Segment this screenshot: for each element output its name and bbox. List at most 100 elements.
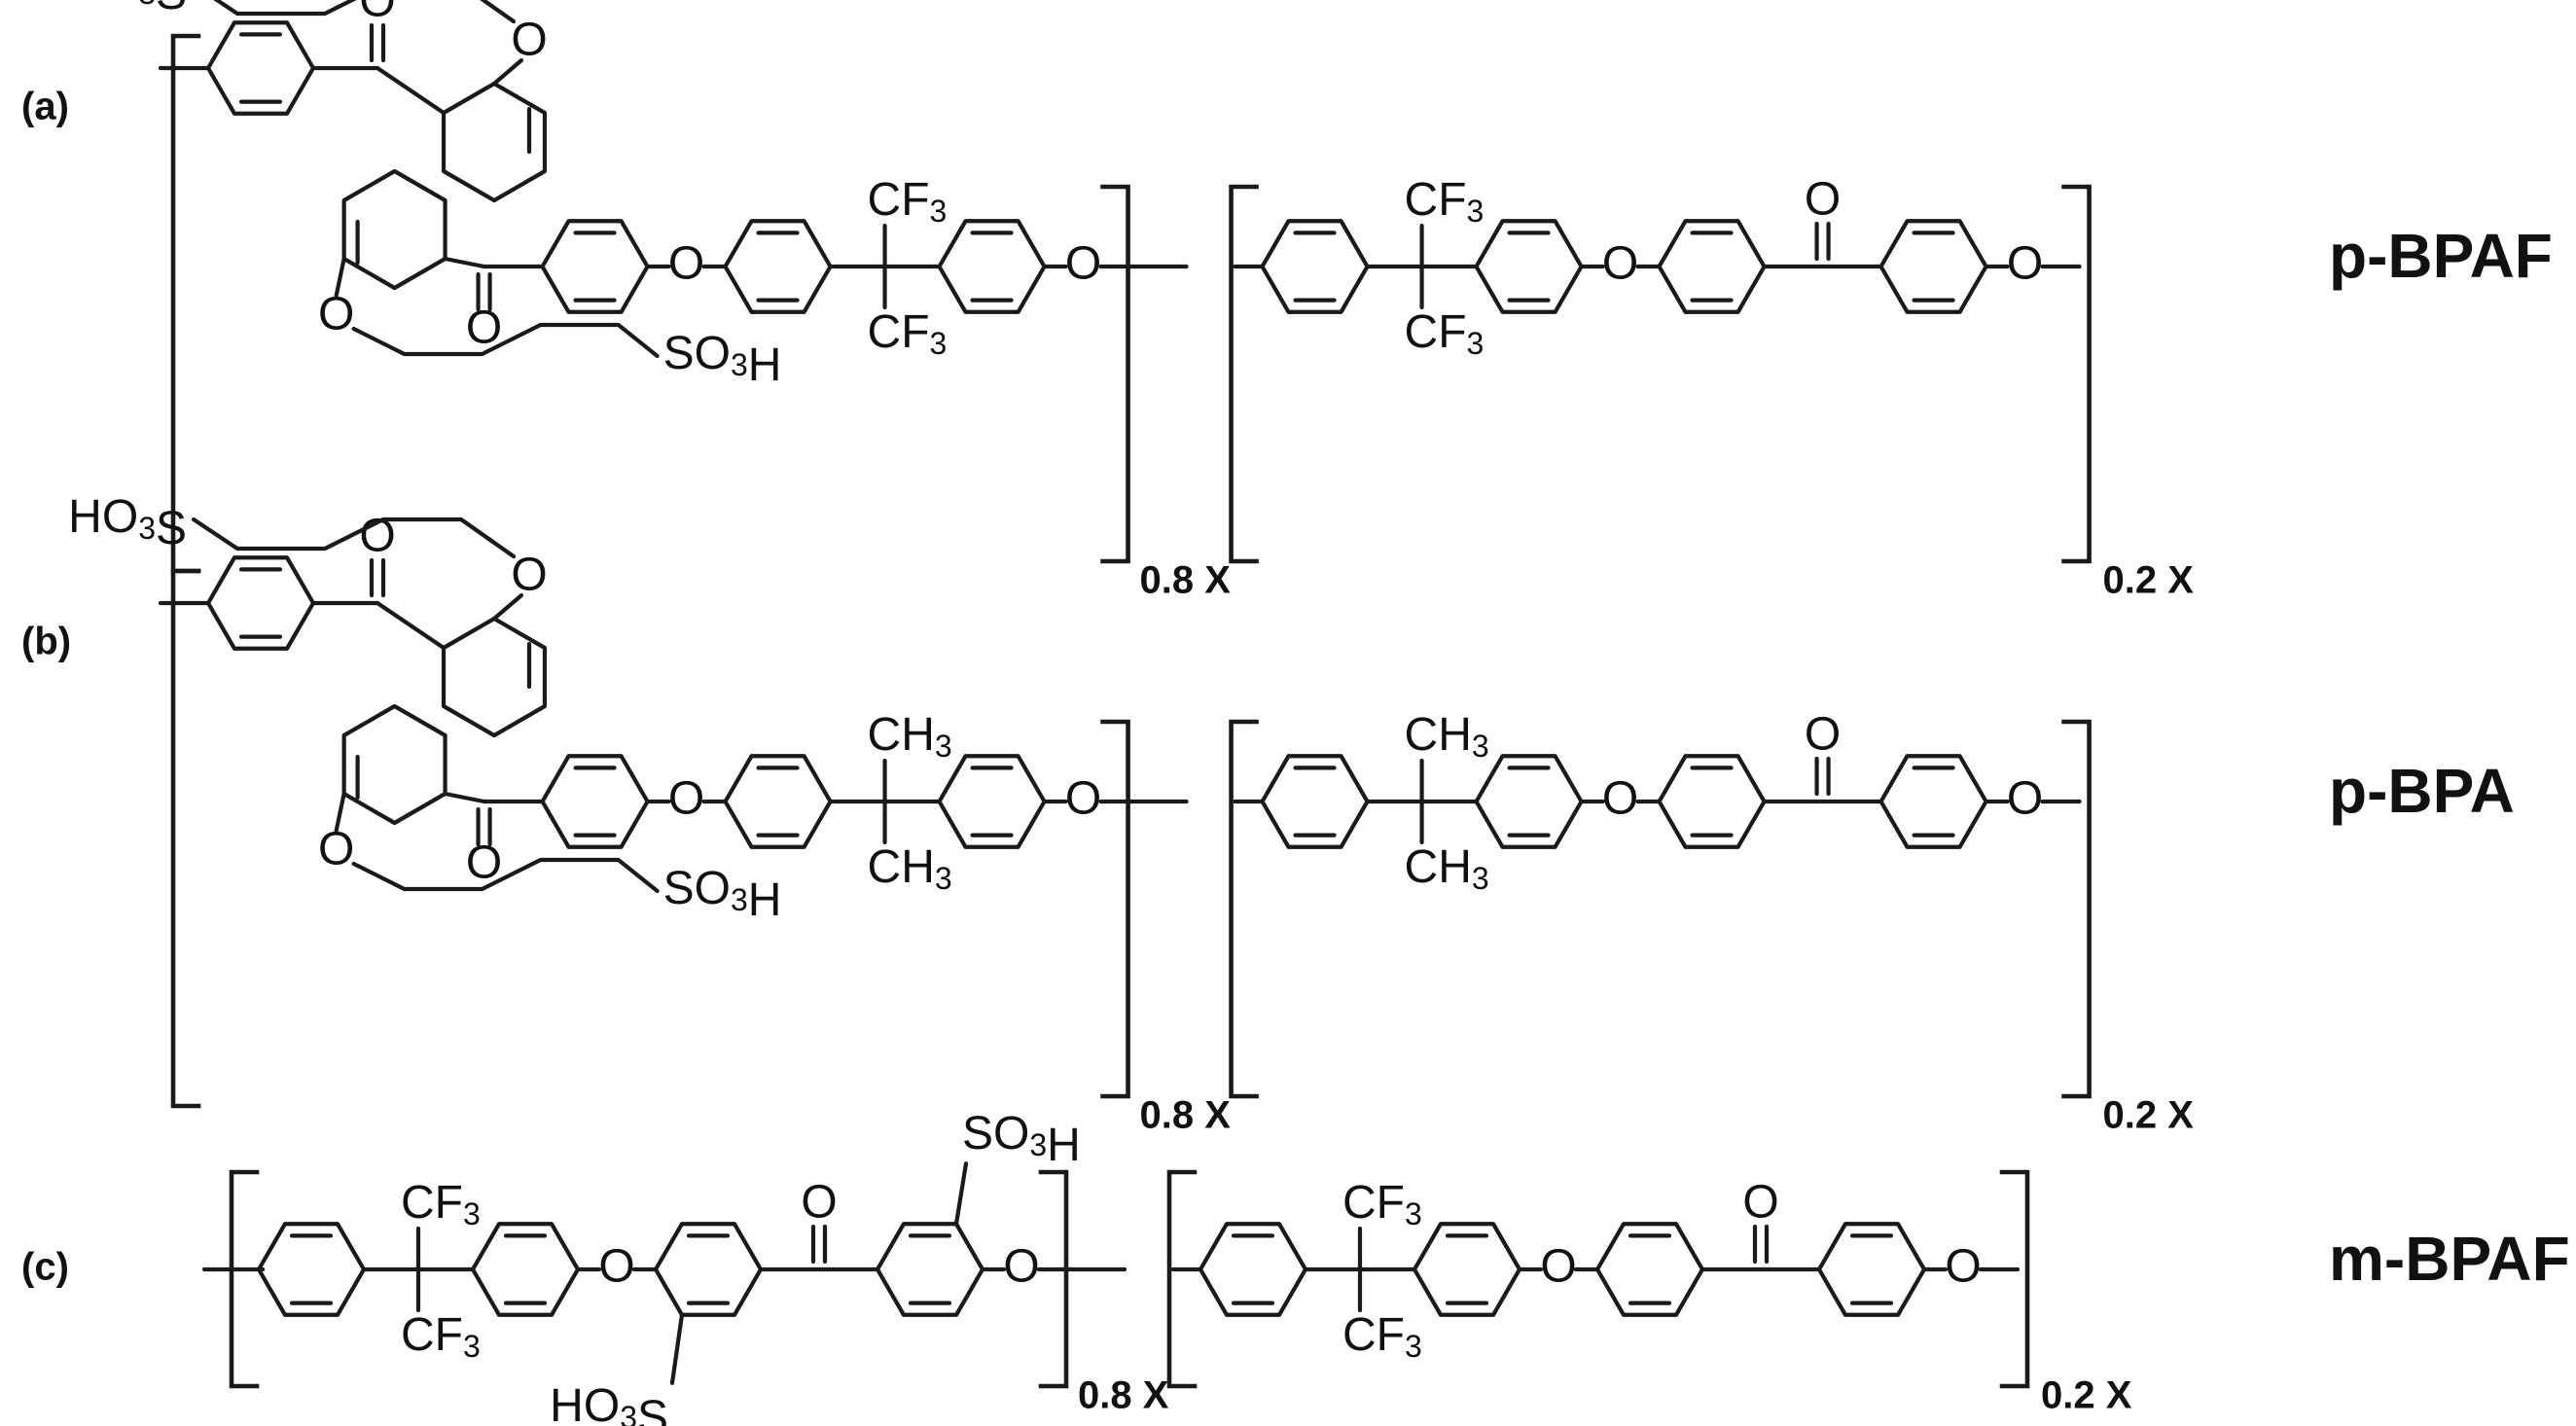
- ether-oxygen: O: [1003, 1241, 1039, 1293]
- propyl-chain: [351, 322, 660, 359]
- benzene-ring: [1878, 754, 1988, 849]
- carbonyl-group: O: [1805, 709, 1841, 797]
- benzene-ring: [1198, 1222, 1308, 1317]
- ether-oxygen: O: [668, 773, 704, 825]
- propyl-chain: [351, 857, 660, 894]
- benzene-ring: [256, 1222, 367, 1317]
- ether-oxygen: O: [598, 1241, 634, 1293]
- sulfonic-acid-group: HO3S: [68, 0, 187, 19]
- repeat-fraction: 0.2 X: [2103, 559, 2195, 602]
- methyl-group-bottom: CH3: [868, 841, 952, 897]
- chain-bond: [443, 791, 486, 804]
- trifluoromethyl-group-bottom: CF3: [401, 1309, 481, 1365]
- propyl-chain: [191, 517, 517, 559]
- methyl-group-top: CH3: [868, 709, 952, 765]
- open-bracket: [1166, 1169, 1198, 1389]
- ether-bond: [334, 791, 346, 834]
- open-bracket: [1229, 719, 1259, 1099]
- sulfonic-acid-group: SO3H: [663, 863, 782, 926]
- trifluoromethyl-group-top: CF3: [401, 1177, 481, 1232]
- ether-bond: [491, 592, 524, 622]
- close-bracket: [1100, 184, 1130, 564]
- ether-oxygen: O: [318, 824, 354, 875]
- ether-oxygen: O: [511, 15, 547, 66]
- ether-oxygen: O: [1065, 238, 1101, 290]
- polymer-name: p-BPA: [2329, 756, 2515, 826]
- panel-p-BPAF: (a)OOHO3SOOSO3HOCF3CF3O0.8 XCF3CF3OOO0.2…: [21, 0, 2553, 602]
- ether-oxygen: O: [511, 550, 547, 601]
- repeat-fraction: 0.8 X: [1140, 559, 1232, 602]
- repeat-fraction: 0.2 X: [2041, 1374, 2132, 1417]
- ether-oxygen: O: [2007, 773, 2043, 825]
- benzene-ring: [1878, 219, 1988, 314]
- benzene-ring: [723, 754, 833, 849]
- chain-bond: [443, 256, 486, 269]
- repeat-fraction: 0.8 X: [1078, 1374, 1169, 1417]
- panel-label: (a): [21, 86, 69, 128]
- ring-outline: [341, 168, 447, 291]
- benzene-ring: [470, 1222, 581, 1317]
- sulfonate-bond: [669, 1312, 685, 1385]
- ether-oxygen: O: [1065, 773, 1101, 825]
- close-bracket: [2061, 719, 2092, 1099]
- chain-bond: [375, 65, 447, 116]
- ether-oxygen: O: [668, 238, 704, 290]
- carbonyl-oxygen: O: [801, 1177, 837, 1229]
- sulfonic-acid-group: SO3H: [962, 1108, 1081, 1171]
- trifluoromethyl-group-bottom: CF3: [1342, 1309, 1422, 1365]
- benzene-ring: [875, 1222, 985, 1317]
- benzene-ring: [540, 219, 650, 314]
- benzene-ring: [937, 754, 1047, 849]
- methyl-group-bottom: CH3: [1405, 841, 1489, 897]
- trifluoromethyl-group-bottom: CF3: [868, 306, 948, 362]
- carbonyl-oxygen: O: [1805, 709, 1841, 761]
- ether-bond: [334, 256, 346, 299]
- ether-oxygen: O: [318, 289, 354, 340]
- sulfonic-acid-group: HO3S: [550, 1379, 668, 1426]
- ether-oxygen: O: [1540, 1241, 1576, 1293]
- carbonyl-group: O: [466, 806, 502, 889]
- ether-oxygen: O: [1945, 1241, 1981, 1293]
- propyl-chain: [213, 0, 517, 24]
- carbonyl-group: O: [801, 1177, 838, 1265]
- carbonyl-group: O: [1805, 174, 1841, 262]
- panel-label: (b): [21, 621, 71, 663]
- polymer-name: p-BPAF: [2329, 221, 2553, 291]
- close-bracket: [1038, 1169, 1069, 1389]
- benzene-ring: [653, 1222, 764, 1317]
- benzene-ring: [1816, 1222, 1927, 1317]
- sulfonic-acid-group: HO3S: [68, 491, 187, 554]
- benzene-ring: [1260, 219, 1370, 314]
- benzene-ring: [1474, 754, 1584, 849]
- close-bracket: [1999, 1169, 2030, 1389]
- benzene-ring: [205, 20, 316, 116]
- open-bracket: [1229, 184, 1259, 564]
- repeat-fraction: 0.2 X: [2103, 1094, 2195, 1137]
- repeat-fraction: 0.8 X: [1140, 1094, 1232, 1137]
- benzene-ring: [1474, 219, 1584, 314]
- benzene-ring: [937, 219, 1047, 314]
- carbonyl-group: O: [466, 271, 502, 354]
- open-bracket: [170, 33, 201, 574]
- benzene-ring: [1260, 754, 1370, 849]
- ether-oxygen: O: [1602, 238, 1638, 290]
- ring-outline: [341, 703, 447, 826]
- benzene-ring: [723, 219, 833, 314]
- trifluoromethyl-group-bottom: CF3: [1405, 306, 1485, 362]
- carbonyl-group: O: [1742, 1177, 1779, 1265]
- sulfonic-acid-group: SO3H: [663, 328, 782, 391]
- benzene-ring: [540, 754, 650, 849]
- carbonyl-oxygen: O: [1805, 174, 1841, 226]
- chain-bond: [375, 600, 447, 651]
- panel-label: (c): [21, 1246, 69, 1289]
- ether-bond: [491, 57, 524, 87]
